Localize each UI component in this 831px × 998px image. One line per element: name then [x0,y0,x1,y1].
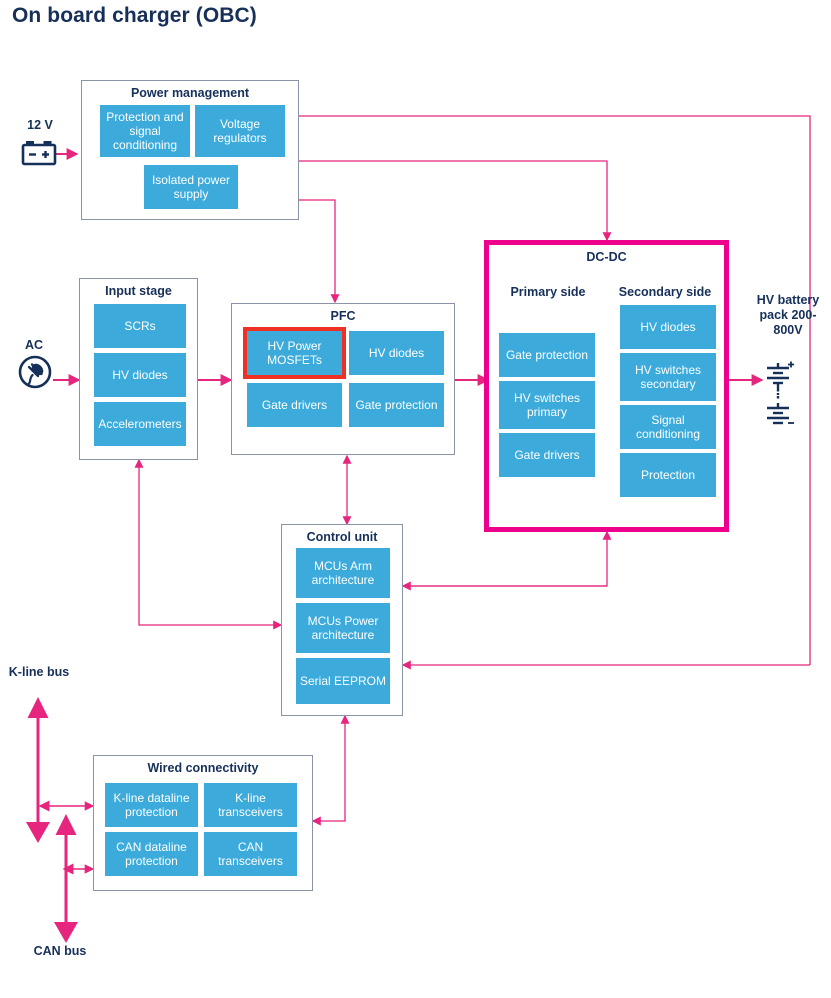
group-title-pfc: PFC [330,309,356,323]
wire-input-stage-control-unit [134,458,283,630]
ac-plug-icon [18,355,52,389]
group-dc-dc[interactable]: DC-DC Primary side Secondary side Gate p… [484,240,729,532]
label-hv-battery-pack: HV battery pack 200-800V [756,293,820,337]
wire-control-unit-wired-connectivity [311,714,350,826]
block-hv-diodes-input[interactable]: HV diodes [94,353,186,397]
block-signal-conditioning-secondary[interactable]: Signal conditioning [620,405,716,449]
block-protection-and-signal-conditioning[interactable]: Protection and signal conditioning [100,105,190,157]
group-title-wired-connectivity: Wired connectivity [147,761,259,775]
subgroup-title-primary-side: Primary side [510,285,586,299]
block-mcus-arm-architecture[interactable]: MCUs Arm architecture [296,548,390,598]
block-can-dataline-protection[interactable]: CAN dataline protection [105,832,198,876]
group-control-unit[interactable]: Control unit MCUs Arm architecture MCUs … [281,524,403,716]
block-gate-drivers-primary[interactable]: Gate drivers [499,433,595,477]
label-k-line-bus: K-line bus [8,665,70,679]
group-pfc[interactable]: PFC HV Power MOSFETs HV diodes Gate driv… [231,303,455,455]
block-k-line-dataline-protection[interactable]: K-line dataline protection [105,783,198,827]
block-hv-switches-secondary[interactable]: HV switches secondary [620,353,716,401]
block-serial-eeprom[interactable]: Serial EEPROM [296,658,390,704]
block-scrs[interactable]: SCRs [94,304,186,348]
block-mcus-power-architecture[interactable]: MCUs Power architecture [296,603,390,653]
block-hv-switches-primary[interactable]: HV switches primary [499,381,595,429]
wire-pm-to-pfc-top [299,199,340,304]
group-input-stage[interactable]: Input stage SCRs HV diodes Accelerometer… [79,278,198,460]
block-gate-drivers-pfc[interactable]: Gate drivers [247,383,342,427]
block-can-transceivers[interactable]: CAN transceivers [204,832,297,876]
subgroup-title-secondary-side: Secondary side [618,285,712,299]
group-title-input-stage: Input stage [105,284,172,298]
block-hv-power-mosfets[interactable]: HV Power MOSFETs [243,327,346,379]
block-accelerometers[interactable]: Accelerometers [94,402,186,446]
block-hv-diodes-secondary[interactable]: HV diodes [620,305,716,349]
block-isolated-power-supply[interactable]: Isolated power supply [144,165,238,209]
group-wired-connectivity[interactable]: Wired connectivity K-line dataline prote… [93,755,313,891]
wire-pm-to-dcdc-top [299,160,612,242]
label-12v: 12 V [27,118,53,132]
group-power-management[interactable]: Power management Protection and signal c… [81,80,299,220]
block-gate-protection-primary[interactable]: Gate protection [499,333,595,377]
group-title-dc-dc: DC-DC [586,250,627,264]
label-ac: AC [24,338,44,352]
group-title-power-management: Power management [130,86,250,100]
label-can-bus: CAN bus [33,944,87,958]
page-title: On board charger (OBC) [12,4,257,27]
battery-cells-icon [767,361,794,425]
block-k-line-transceivers[interactable]: K-line transceivers [204,783,297,827]
wire-control-unit-to-dcdc-bottom [403,530,612,587]
block-gate-protection-pfc[interactable]: Gate protection [349,383,444,427]
block-protection-secondary[interactable]: Protection [620,453,716,497]
block-voltage-regulators[interactable]: Voltage regulators [195,105,285,157]
group-title-control-unit: Control unit [306,530,378,544]
block-hv-diodes-pfc[interactable]: HV diodes [349,331,444,375]
car-battery-icon [21,141,57,166]
